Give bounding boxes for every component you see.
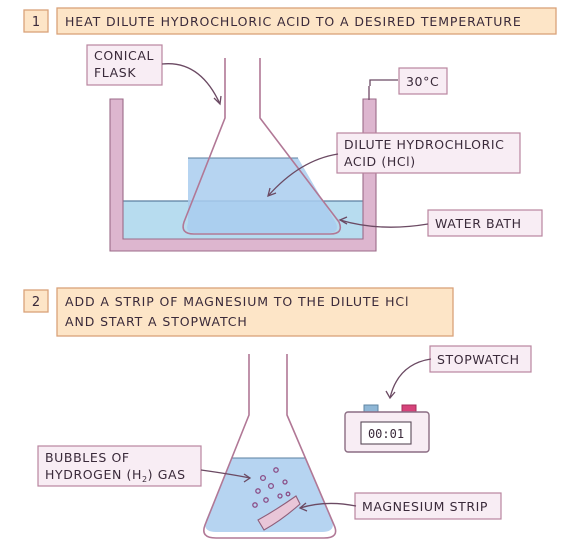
svg-text:30°C: 30°C (406, 74, 439, 89)
stopwatch: 00:01 (344, 404, 430, 453)
svg-text:CONICAL: CONICAL (94, 48, 154, 63)
step-2-header: 2 ADD A STRIP OF MAGNESIUM TO THE DILUTE… (23, 287, 454, 337)
conical-flask-1-glass (182, 58, 342, 235)
step-2-text-line2: AND START A STOPWATCH (65, 314, 248, 329)
stopwatch-label: STOPWATCH (385, 345, 532, 400)
step-2-text-box (56, 287, 454, 337)
bubbles-label: BUBBLES OF HYDROGEN (H2) GAS (37, 445, 252, 487)
dilute-acid-label: DILUTE HYDROCHLORIC ACID (HCl) (267, 132, 521, 198)
hydrogen-bubbles (252, 467, 291, 508)
stopwatch-display: 00:01 (368, 427, 404, 441)
conical-flask-2-glass (203, 354, 337, 539)
svg-text:BUBBLES OF: BUBBLES OF (45, 450, 130, 465)
svg-text:MAGNESIUM STRIP: MAGNESIUM STRIP (362, 499, 488, 514)
step-1-header: 1 HEAT DILUTE HYDROCHLORIC ACID TO A DES… (23, 7, 557, 35)
step-2-number-box (23, 289, 49, 313)
conical-flask-1 (182, 58, 342, 235)
dilute-acid-liquid (187, 158, 337, 233)
temperature-label: 30°C (369, 67, 448, 95)
water-bath-container (109, 98, 377, 252)
svg-text:HYDROGEN (H2) GAS: HYDROGEN (H2) GAS (45, 467, 186, 484)
magnesium-label: MAGNESIUM STRIP (298, 492, 502, 520)
magnesium-strip (257, 495, 301, 531)
svg-text:ACID (HCl): ACID (HCl) (344, 154, 416, 169)
step-1-text: HEAT DILUTE HYDROCHLORIC ACID TO A DESIR… (65, 14, 522, 29)
svg-text:WATER BATH: WATER BATH (435, 216, 522, 231)
step-1-number-box (23, 9, 49, 33)
flask-2-acid (205, 458, 333, 532)
step-2-number: 2 (32, 295, 40, 310)
step-1-text-box (56, 7, 557, 35)
water-bath-label: WATER BATH (338, 209, 543, 237)
svg-text:DILUTE HYDROCHLORIC: DILUTE HYDROCHLORIC (344, 137, 504, 152)
svg-text:FLASK: FLASK (94, 65, 136, 80)
svg-text:STOPWATCH: STOPWATCH (437, 352, 520, 367)
conical-flask-2 (203, 354, 337, 539)
step-1-number: 1 (32, 15, 40, 30)
conical-flask-label: CONICAL FLASK (86, 44, 222, 106)
step-2-text-line1: ADD A STRIP OF MAGNESIUM TO THE DILUTE H… (65, 294, 409, 309)
stopwatch-screen (360, 421, 412, 445)
